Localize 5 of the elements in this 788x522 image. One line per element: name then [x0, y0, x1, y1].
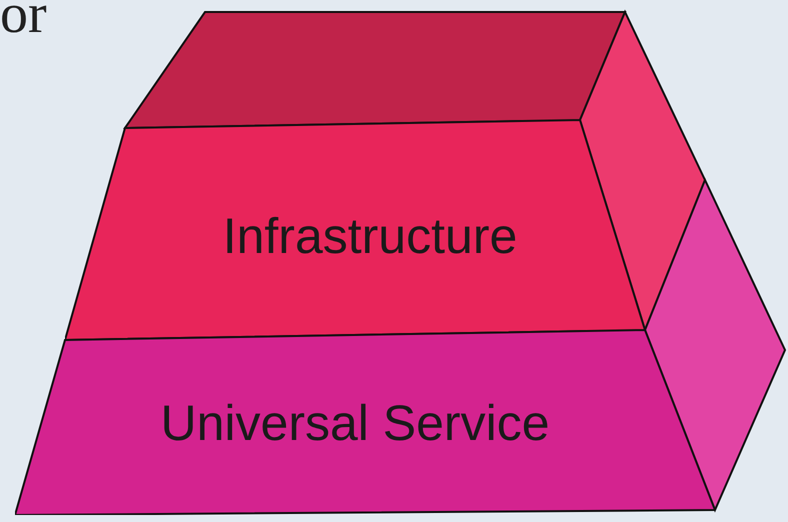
layer-block	[65, 120, 645, 340]
text-fragment: or	[0, 0, 47, 42]
layer-label: Infrastructure	[222, 207, 518, 266]
layer-label: Universal Service	[159, 394, 550, 453]
layer-block	[15, 330, 715, 515]
